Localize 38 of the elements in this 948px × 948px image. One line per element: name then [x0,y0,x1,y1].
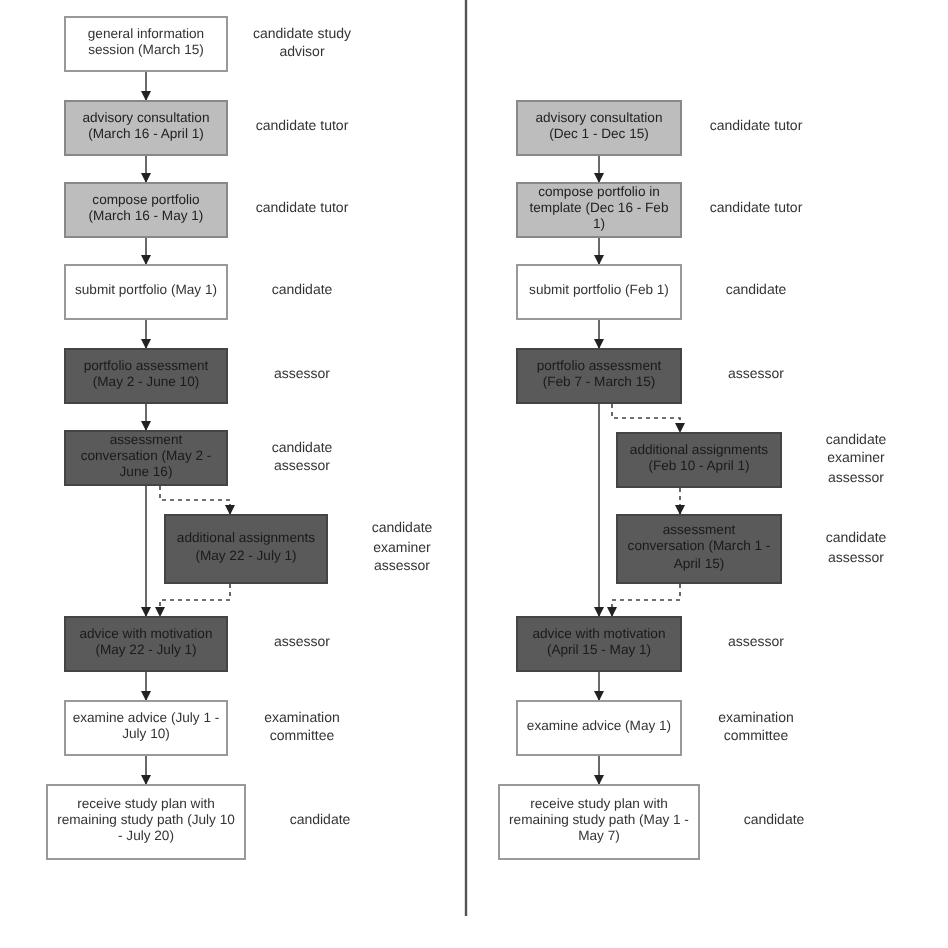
arrow [594,155,604,183]
dashed-arrow [155,583,231,617]
arrow [594,671,604,701]
process-box [64,16,228,72]
process-box [516,100,682,156]
arrow [141,71,151,101]
arrow [141,155,151,183]
dashed-arrow [611,403,685,433]
process-box [64,348,228,404]
process-box [516,700,682,756]
process-box [616,514,782,584]
process-box [64,700,228,756]
arrow [141,755,151,785]
process-box [516,182,682,238]
arrow [594,403,604,617]
dashed-arrow [607,583,681,617]
process-box [516,616,682,672]
arrow [594,755,604,785]
process-box [164,514,328,584]
process-box [64,430,228,486]
process-box [498,784,700,860]
arrow [594,237,604,265]
process-box [516,264,682,320]
arrow [594,319,604,349]
process-box [516,348,682,404]
dashed-arrow [159,485,235,515]
arrow [141,403,151,431]
process-box [64,616,228,672]
process-box [64,100,228,156]
process-box [64,182,228,238]
arrow [141,237,151,265]
arrow [141,485,151,617]
process-box [616,432,782,488]
arrow [141,319,151,349]
dashed-arrow [675,487,685,515]
process-box [46,784,246,860]
arrow [141,671,151,701]
process-box [64,264,228,320]
